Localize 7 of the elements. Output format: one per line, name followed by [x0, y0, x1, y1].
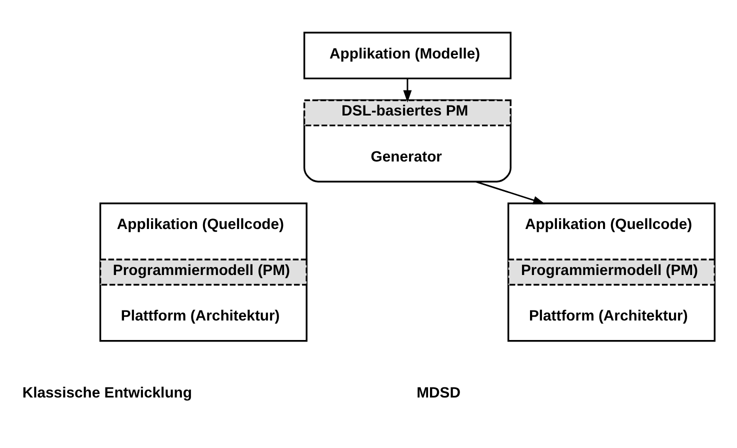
node-text: Plattform (Architektur) [120, 308, 280, 325]
label: MDSD [416, 386, 460, 402]
node-text: Generator [370, 149, 442, 166]
label: Klassische Entwicklung [22, 386, 192, 402]
node-text: Applikation (Quellcode) [524, 217, 692, 234]
node-text: Plattform (Architektur) [528, 308, 688, 325]
node-text: Applikation (Quellcode) [116, 217, 284, 234]
